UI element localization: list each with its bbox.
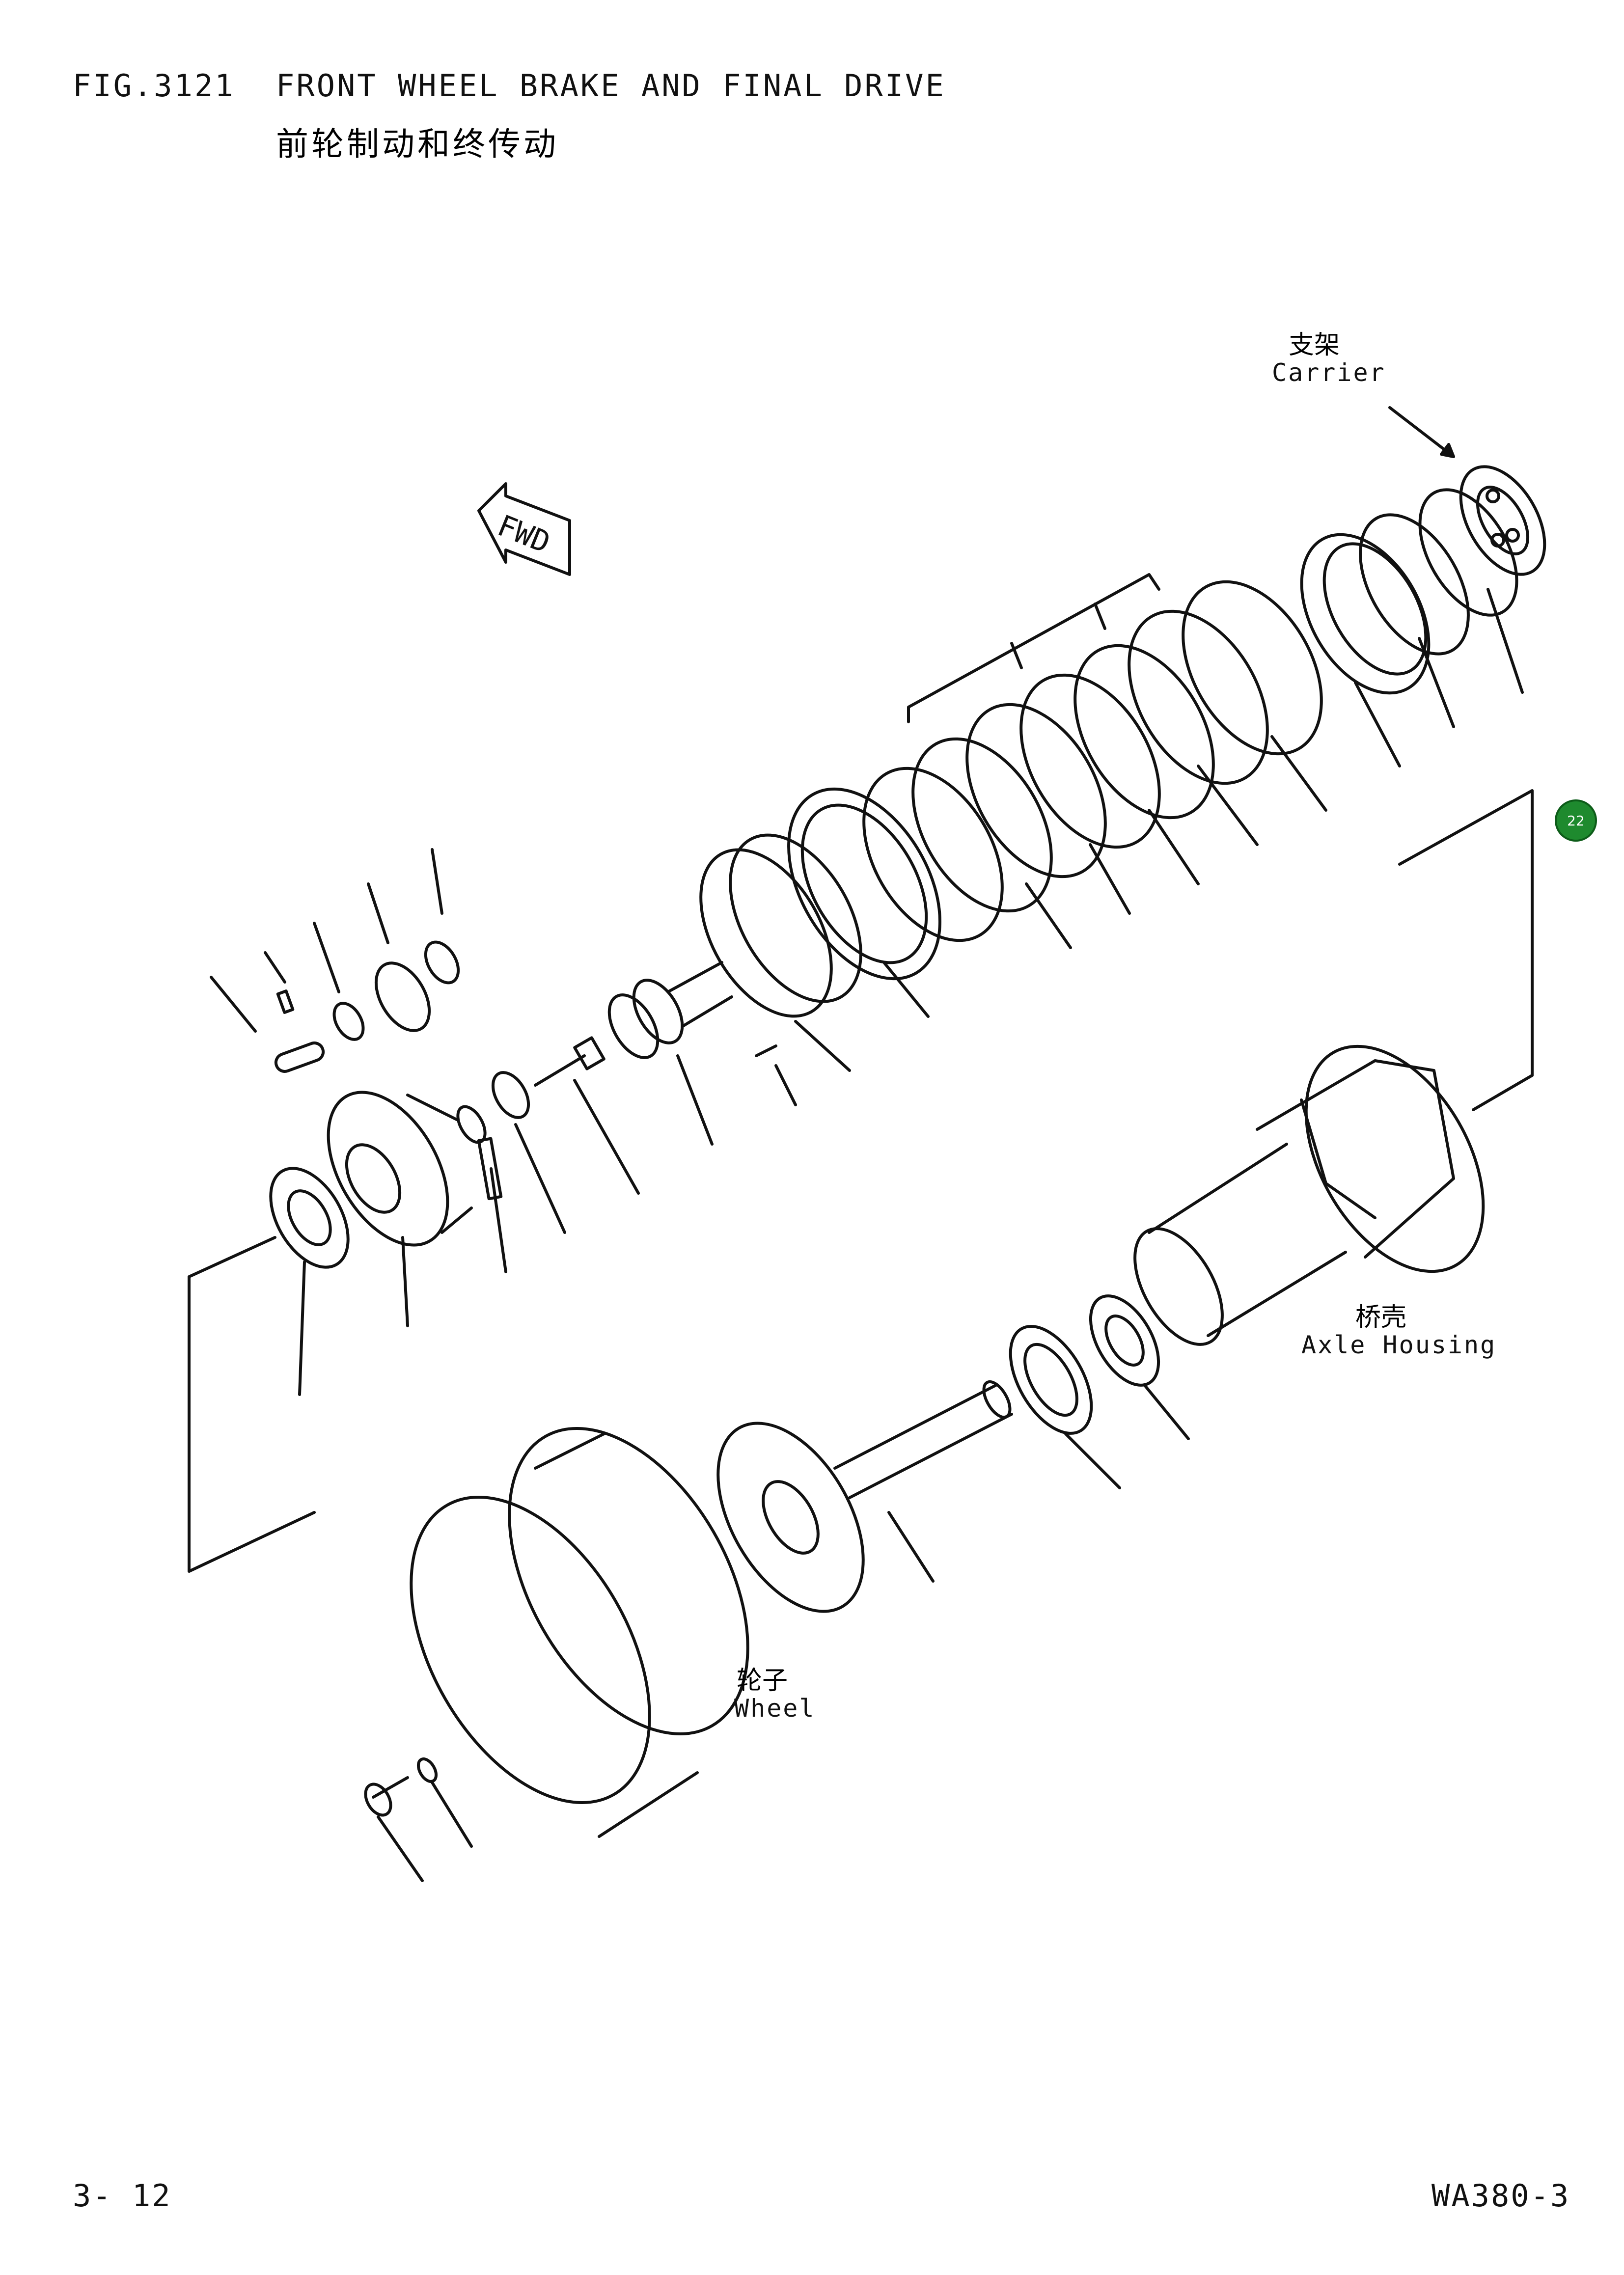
retaining-ring	[1359, 513, 1470, 656]
carrier-label-en: Carrier	[1272, 358, 1386, 387]
carrier-plate	[1459, 465, 1546, 576]
ring-gear-hub	[699, 833, 862, 1018]
fwd-arrow-icon	[477, 482, 571, 576]
figure-number: FIG.3121	[73, 68, 235, 104]
bearing-left	[269, 1167, 350, 1269]
pin	[755, 1044, 777, 1057]
wheel-label-en: Wheel	[734, 1694, 816, 1723]
bolt	[534, 1036, 606, 1087]
right-bracket	[1398, 789, 1534, 1111]
ring-gear	[787, 787, 941, 981]
sun-gear	[607, 961, 733, 1059]
wheel-bolt	[364, 1776, 409, 1817]
figure-title-cn: 前轮制动和终传动	[276, 125, 559, 163]
planet-shaft	[274, 989, 325, 1073]
wheel-hub	[716, 1422, 865, 1613]
washer	[491, 1071, 530, 1119]
carrier-label-cn: 支架	[1289, 330, 1340, 360]
bearing-inner	[1089, 1294, 1160, 1387]
wheel-rim	[410, 1427, 749, 1838]
axle-shaft	[833, 1380, 1013, 1499]
brake-disc-stack	[862, 580, 1323, 942]
planet-carrier	[327, 1091, 473, 1247]
page-number: 3- 12	[73, 2178, 172, 2214]
left-bracket	[188, 1236, 316, 1573]
bearing-outer	[1009, 1325, 1093, 1435]
planet-gear	[374, 940, 460, 1032]
snap-ring	[1418, 488, 1518, 617]
page-marker-badge[interactable]: 22	[1555, 799, 1597, 842]
figure-title: FRONT WHEEL BRAKE AND FINAL DRIVE	[276, 68, 946, 104]
piston	[1300, 533, 1431, 695]
axle-housing-label-cn: 桥壳	[1355, 1303, 1407, 1332]
planet-washer	[332, 1002, 365, 1041]
model-number: WA380-3	[1431, 2178, 1570, 2214]
axle-housing-label-en: Axle Housing	[1301, 1331, 1497, 1359]
wheel-nut	[416, 1757, 438, 1783]
carrier-pointer	[1388, 406, 1455, 458]
axle-housing	[1133, 1044, 1485, 1346]
leader-lines	[210, 588, 1524, 1882]
wheel-label-cn: 轮子	[737, 1666, 788, 1696]
disc-stack-bracket	[907, 573, 1160, 723]
